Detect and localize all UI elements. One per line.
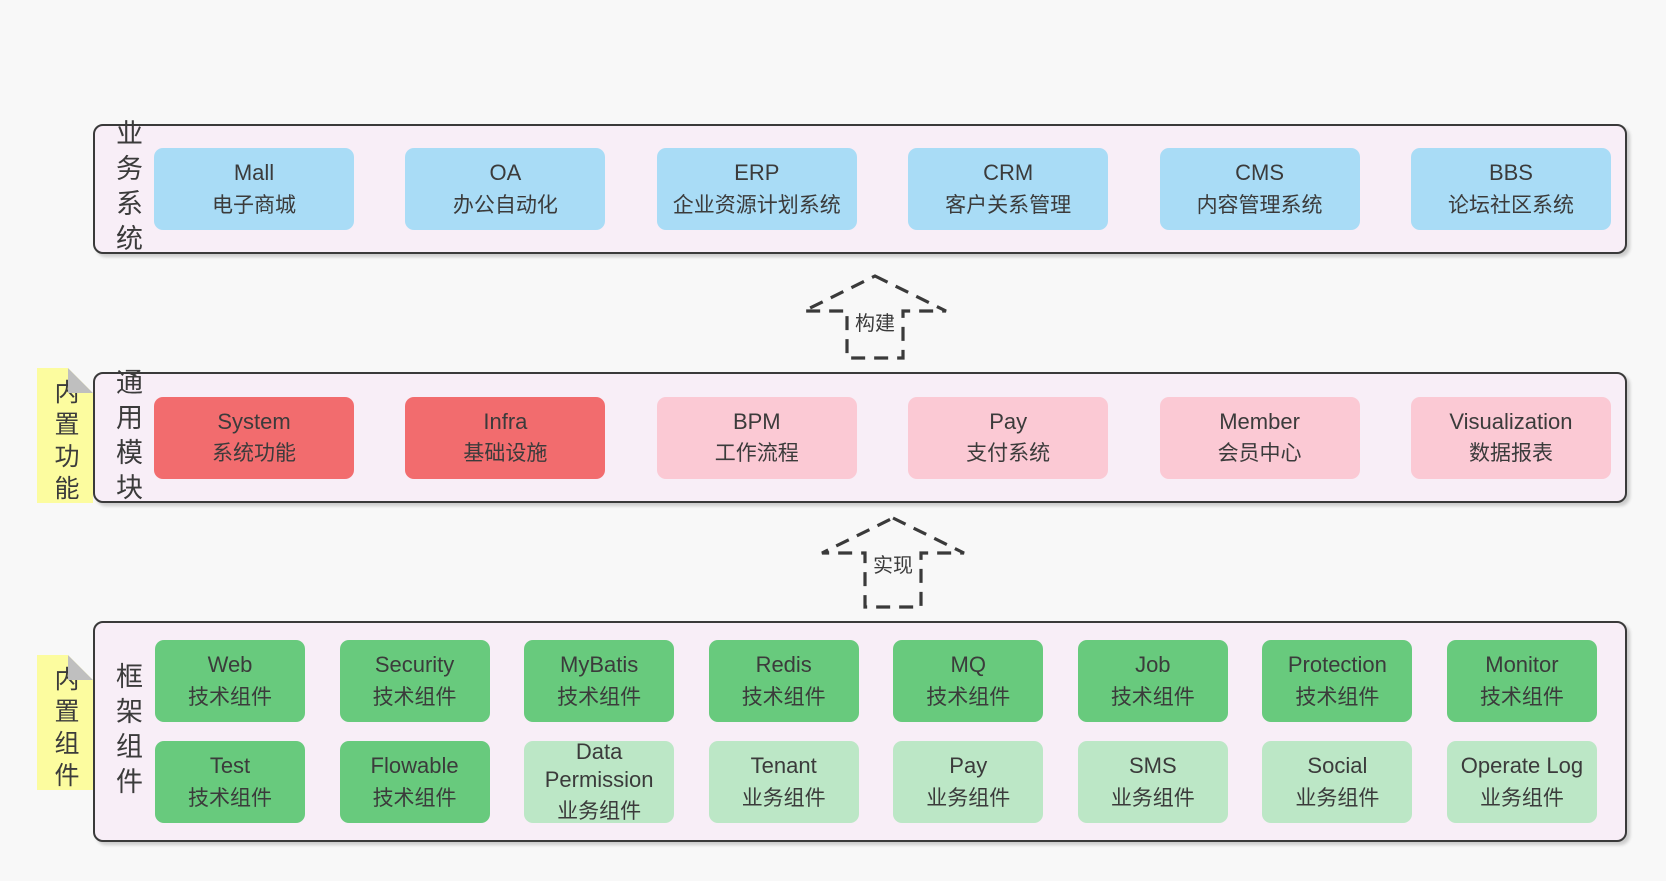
sticky-label: 内置组件 [51, 665, 79, 794]
box-visualization: Visualization 数据报表 [1410, 396, 1611, 479]
panel-label-business-systems: 业务系统 [112, 119, 142, 259]
box-oa: OA 办公自动化 [405, 148, 606, 230]
box-pay-system: Pay 支付系统 [908, 396, 1109, 479]
panel-business-systems: 业务系统 Mall 电子商城 OA 办公自动化 ERP 企业资源计划系统 CRM… [93, 119, 1627, 259]
folded-corner-icon [68, 655, 93, 680]
dashed-up-arrow-icon [803, 274, 947, 360]
panel-common-modules: 通用模块 System 系统功能 Infra 基础设施 BPM 工作流程 Pay… [93, 368, 1627, 508]
box-erp: ERP 企业资源计划系统 [656, 148, 857, 230]
box-flowable: Flowable 技术组件 [339, 741, 490, 823]
box-bbs: BBS 论坛社区系统 [1410, 148, 1611, 230]
component-row-2: Test 技术组件 Flowable 技术组件 Data Permission … [155, 739, 1597, 823]
box-web: Web 技术组件 [155, 640, 305, 722]
box-member: Member 会员中心 [1159, 396, 1360, 479]
business-boxes-row: Mall 电子商城 OA 办公自动化 ERP 企业资源计划系统 CRM 客户关系… [154, 126, 1611, 252]
box-mybatis: MyBatis 技术组件 [524, 640, 675, 722]
box-infra: Infra 基础设施 [405, 396, 606, 479]
box-mall: Mall 电子商城 [154, 148, 354, 230]
panel-label-common-modules: 通用模块 [112, 367, 142, 508]
box-crm: CRM 客户关系管理 [908, 148, 1109, 230]
box-mq: MQ 技术组件 [893, 640, 1044, 722]
box-system: System 系统功能 [154, 396, 354, 479]
box-security: Security 技术组件 [339, 640, 490, 722]
box-cms: CMS 内容管理系统 [1159, 148, 1360, 230]
box-job: Job 技术组件 [1077, 640, 1228, 722]
box-monitor: Monitor 技术组件 [1446, 640, 1597, 722]
arrow-label-build: 构建 [851, 311, 899, 338]
box-bpm: BPM 工作流程 [656, 396, 857, 479]
panel-framework-components: 框架组件 Web 技术组件 Security 技术组件 MyBatis 技术组件… [93, 621, 1627, 842]
box-tenant: Tenant 业务组件 [708, 741, 859, 823]
folded-corner-icon [68, 368, 93, 393]
module-boxes-row: System 系统功能 Infra 基础设施 BPM 工作流程 Pay 支付系统… [154, 374, 1611, 501]
box-pay-component: Pay 业务组件 [893, 741, 1044, 823]
arrow-label-implement: 实现 [869, 553, 917, 580]
up-arrow-implement: 实现 [818, 515, 968, 612]
sticky-note-built-in-features: 内置功能 [37, 368, 93, 503]
box-social: Social 业务组件 [1262, 741, 1413, 823]
panel-label-framework-components: 框架组件 [112, 661, 142, 802]
sticky-label: 内置功能 [51, 378, 79, 507]
up-arrow-build: 构建 [800, 273, 950, 363]
box-redis: Redis 技术组件 [708, 640, 859, 722]
box-test: Test 技术组件 [155, 741, 305, 823]
box-operate-log: Operate Log 业务组件 [1446, 741, 1597, 823]
sticky-note-built-in-components: 内置组件 [37, 655, 93, 790]
component-boxes-grid: Web 技术组件 Security 技术组件 MyBatis 技术组件 Redi… [155, 640, 1597, 823]
box-protection: Protection 技术组件 [1262, 640, 1413, 722]
component-row-1: Web 技术组件 Security 技术组件 MyBatis 技术组件 Redi… [155, 640, 1597, 722]
box-sms: SMS 业务组件 [1077, 741, 1228, 823]
box-data-permission: Data Permission 业务组件 [524, 739, 675, 823]
